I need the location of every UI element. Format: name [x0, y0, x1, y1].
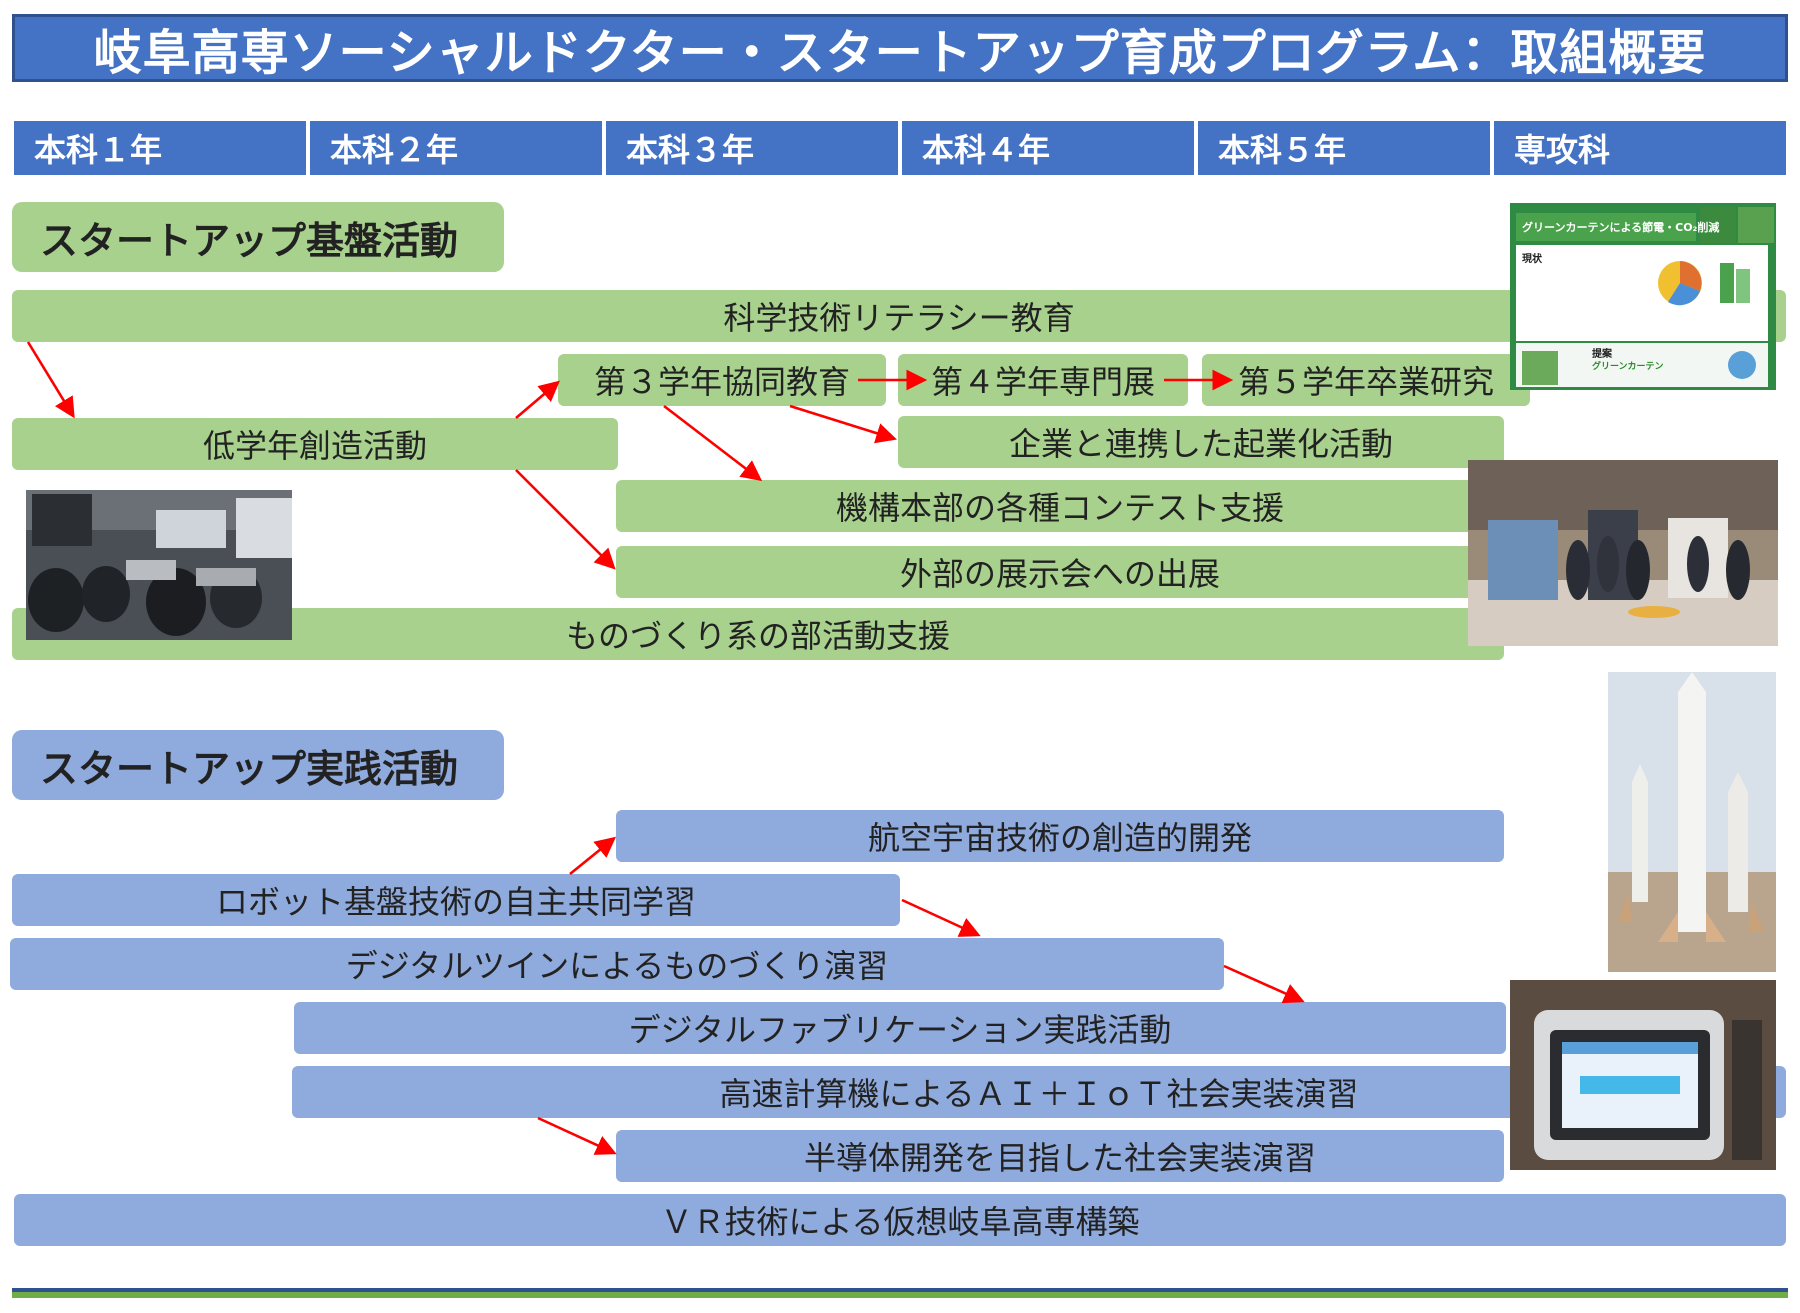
arrow-lower-to-expo	[515, 469, 616, 570]
poster-section-2: 提案	[1592, 349, 1612, 360]
digital-fab-bar: デジタルファブリケーション実践活動	[294, 1002, 1506, 1054]
startup-corp-bar: 企業と連携した起業化活動	[898, 416, 1504, 468]
arrow-robot-to-aerospace	[569, 836, 617, 876]
iot-device-photo	[1510, 980, 1776, 1170]
arrow-robot-to-twin	[901, 898, 981, 937]
year-header-3: 本科３年	[606, 121, 898, 175]
vr-bar: ＶＲ技術による仮想岐阜高専構築	[14, 1194, 1786, 1246]
year-header-4: 本科４年	[902, 121, 1194, 175]
poster-section-1: 現状	[1522, 254, 1542, 265]
poster-title: グリーンカーテンによる節電・CO₂削減	[1522, 221, 1720, 234]
contest-bar: 機構本部の各種コンテスト支援	[616, 480, 1504, 532]
arrow-lower-to-third	[515, 380, 560, 419]
poster-highlight: グリーンカーテン	[1592, 362, 1664, 372]
year-header-advanced: 専攻科	[1494, 121, 1786, 175]
foundation-section-label: スタートアップ基盤活動	[12, 202, 504, 272]
practice-section-label: スタートアップ実践活動	[12, 730, 504, 800]
arrow-twin-to-fab	[1223, 964, 1305, 1004]
arrow-third-to-contest	[663, 404, 763, 482]
year-header-2: 本科２年	[310, 121, 602, 175]
arrow-literacy-to-lower	[26, 341, 75, 419]
literacy-bar: 科学技術リテラシー教育	[12, 290, 1786, 342]
fourth-exhibit-bar: 第４学年専門展	[898, 354, 1188, 406]
arrow-third-to-startup	[789, 404, 897, 444]
page-title: 岐阜高専ソーシャルドクター・スタートアップ育成プログラム：取組概要	[12, 14, 1788, 82]
semiconductor-bar: 半導体開発を目指した社会実装演習	[616, 1130, 1504, 1182]
exhibition-photo	[1468, 460, 1778, 646]
third-collab-bar: 第３学年協同教育	[558, 354, 886, 406]
robot-bar: ロボット基盤技術の自主共同学習	[12, 874, 900, 926]
footer-rule-blue	[12, 1288, 1788, 1292]
lower-creative-bar: 低学年創造活動	[12, 418, 618, 470]
external-expo-bar: 外部の展示会への出展	[616, 546, 1504, 598]
digital-twin-bar: デジタルツインによるものづくり演習	[10, 938, 1224, 990]
arrow-ai-to-semiconductor	[537, 1116, 617, 1155]
year-header-5: 本科５年	[1198, 121, 1490, 175]
aerospace-bar: 航空宇宙技術の創造的開発	[616, 810, 1504, 862]
green-curtain-poster: グリーンカーテンによる節電・CO₂削減 現状 提案 グリーンカーテン	[1510, 203, 1776, 390]
classroom-photo	[26, 490, 292, 640]
rocket-models-photo	[1608, 672, 1776, 972]
fifth-research-bar: 第５学年卒業研究	[1202, 354, 1530, 406]
year-header-1: 本科１年	[14, 121, 306, 175]
footer-rule-green	[12, 1292, 1788, 1298]
